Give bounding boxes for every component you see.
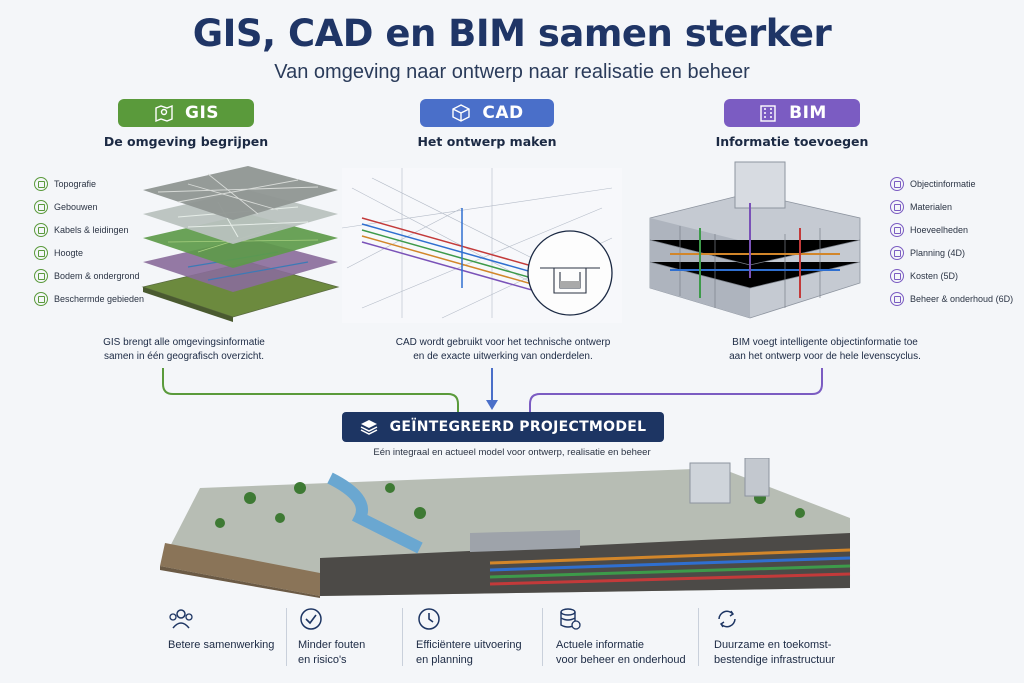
quantity-icon: [890, 222, 904, 237]
gis-item-hoogte: Hoogte: [34, 241, 144, 264]
soil-section: [160, 543, 320, 596]
layers-icon: [34, 268, 48, 283]
cable-icon: [34, 222, 48, 237]
integrated-model-label: GEÏNTEGREERD PROJECTMODEL: [389, 419, 647, 435]
gis-item-topografie: Topografie: [34, 172, 144, 195]
building-icon: [760, 105, 776, 122]
bim-list: Objectinformatie Materialen Hoeveelheden…: [890, 172, 1013, 310]
shield-icon: [34, 291, 48, 306]
gis-connector: [162, 368, 459, 412]
gis-description: GIS brengt alle omgevingsinformatie same…: [103, 337, 265, 362]
database-icon: [560, 608, 581, 630]
gis-item-kabels: Kabels & leidingen: [34, 218, 144, 241]
underground-utilities: [489, 548, 851, 586]
benefit-label: Duurzame en toekomst-bestendige infrastr…: [714, 639, 836, 666]
office-building-1: [689, 462, 731, 504]
gis-badge-label: GIS: [184, 103, 220, 123]
cad-detail-magnifier: [527, 230, 613, 316]
bim-heading: Informatie toevoegen: [715, 134, 869, 149]
benefit-samenwerking: Betere samenwerking: [168, 606, 274, 653]
connector-lines: [162, 368, 823, 412]
benefit-label: Betere samenwerking: [168, 639, 275, 651]
gis-item-beschermd: Beschermde gebieden: [34, 287, 144, 310]
office-building-2: [744, 458, 770, 497]
calendar-icon: [890, 245, 904, 260]
bim-item-hoeveelheden: Hoeveelheden: [890, 218, 1013, 241]
material-icon: [890, 199, 904, 214]
cad-arrow-icon: [486, 400, 498, 410]
team-icon: [169, 609, 193, 629]
benefit-duurzame-infrastructuur: Duurzame en toekomst-bestendige infrastr…: [714, 606, 835, 668]
cube-icon: [452, 104, 471, 122]
mountain-icon: [34, 245, 48, 260]
bim-badge: BIM: [724, 99, 860, 127]
cycle-icon: [718, 610, 736, 628]
gis-heading: De omgeving begrijpen: [103, 134, 269, 149]
divider: [402, 608, 403, 666]
integrated-model-illustration: [160, 458, 851, 598]
bim-badge-label: BIM: [789, 103, 827, 123]
gis-list: Topografie Gebouwen Kabels & leidingen H…: [34, 172, 144, 310]
divider: [698, 608, 699, 666]
cad-drawing-illustration: [342, 168, 622, 323]
gis-item-bodem: Bodem & ondergrond: [34, 264, 144, 287]
cad-badge: CAD: [420, 99, 554, 127]
page-title: GIS, CAD en BIM samen sterker: [192, 12, 832, 55]
cad-heading: Het ontwerp maken: [417, 134, 557, 149]
bim-item-kosten: Kosten (5D): [890, 264, 1013, 287]
check-circle-icon: [300, 608, 322, 630]
bim-item-beheer: Beheer & onderhoud (6D): [890, 287, 1013, 310]
euro-icon: [890, 268, 904, 283]
tunnel-structure: [470, 530, 580, 552]
cad-badge-label: CAD: [482, 103, 524, 123]
clock-icon: [418, 608, 440, 630]
bim-item-materialen: Materialen: [890, 195, 1013, 218]
bim-building-illustration: [649, 161, 861, 319]
cad-description: CAD wordt gebruikt voor het technische o…: [395, 337, 611, 362]
gis-badge: GIS: [118, 99, 254, 127]
bim-connector: [529, 368, 823, 412]
river: [327, 472, 423, 554]
map-icon: [34, 176, 48, 191]
info-icon: [890, 176, 904, 191]
cad-detail-fill: [560, 281, 580, 288]
gis-layers-illustration: [141, 166, 340, 322]
gis-item-gebouwen: Gebouwen: [34, 195, 144, 218]
layers-icon: [360, 420, 377, 435]
divider: [542, 608, 543, 666]
gear-icon: [890, 291, 904, 306]
divider: [286, 608, 287, 666]
building-icon: [34, 199, 48, 214]
map-pin-icon: [155, 104, 173, 123]
bim-item-planning: Planning (4D): [890, 241, 1013, 264]
integrated-model-badge: GEÏNTEGREERD PROJECTMODEL: [342, 412, 664, 442]
bim-installations: [670, 203, 840, 298]
bim-description: BIM voegt intelligente objectinformatie …: [729, 337, 921, 362]
integrated-model-subtitle: Eén integraal en actueel model voor ontw…: [373, 447, 651, 458]
bim-item-objectinformatie: Objectinformatie: [890, 172, 1013, 195]
page-subtitle: Van omgeving naar ontwerp naar realisati…: [274, 61, 750, 83]
bim-tower: [734, 161, 786, 209]
gis-layer-top: [143, 166, 338, 220]
terrain-section: [320, 533, 850, 596]
